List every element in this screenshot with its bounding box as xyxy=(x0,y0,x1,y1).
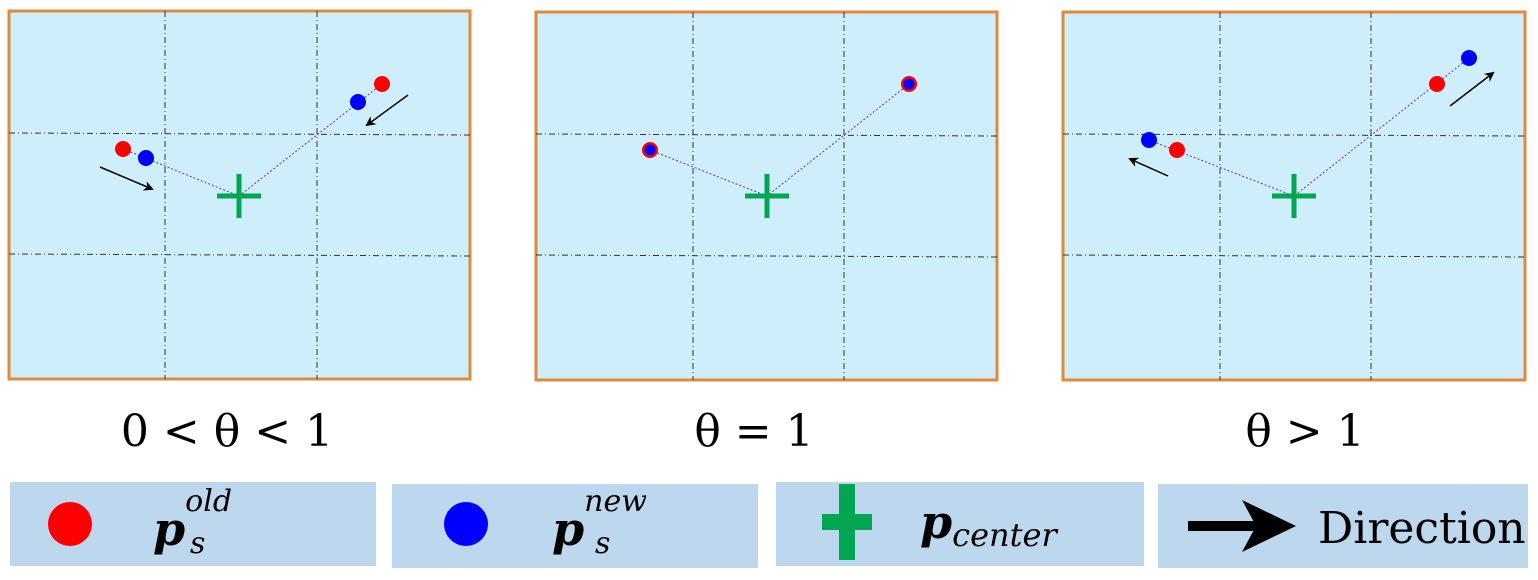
old-point xyxy=(115,141,131,157)
center-swatch-icon xyxy=(822,484,872,560)
grid-lines xyxy=(535,12,998,380)
direction-arrow xyxy=(1128,157,1169,177)
grid-lines xyxy=(1062,12,1526,380)
legend-new-base: p xyxy=(552,502,584,556)
legend-center-base: p xyxy=(920,495,952,549)
legend-old-sub: s xyxy=(190,526,205,561)
legend-center-sub: center xyxy=(952,516,1058,554)
old-point xyxy=(374,76,390,92)
legend-direction-label: Direction xyxy=(1318,503,1526,554)
caption-panel-2: θ = 1 xyxy=(694,406,813,457)
legend-item-direction: Direction xyxy=(1158,484,1528,568)
new-point-swatch xyxy=(444,502,488,546)
legend-new-sub: s xyxy=(595,526,610,561)
new-point xyxy=(644,144,656,156)
panel-theta-equals-1 xyxy=(534,10,999,382)
old-point-swatch xyxy=(48,502,92,546)
caption-panel-3: θ > 1 xyxy=(1245,406,1364,457)
old-point xyxy=(1169,142,1185,158)
direction-arrow xyxy=(99,166,154,191)
svg-text:pcenter: pcenter xyxy=(920,495,1058,554)
center-marker xyxy=(1272,174,1316,218)
legend-new-sup: new xyxy=(584,484,647,519)
direction-arrow xyxy=(1449,71,1495,107)
panel-theta-between-0-and-1 xyxy=(7,9,472,381)
legend-old-base: p xyxy=(153,502,185,556)
grid-lines xyxy=(8,11,471,379)
new-point xyxy=(1461,50,1477,66)
legend-item-old: pold s xyxy=(10,482,376,566)
new-point xyxy=(903,78,915,90)
legend-old-sup: old xyxy=(185,484,232,519)
legend-item-new: pnew s xyxy=(392,484,758,568)
new-point xyxy=(350,94,366,110)
panel-theta-greater-than-1 xyxy=(1061,10,1527,382)
arrow-right-icon xyxy=(1188,500,1296,552)
direction-arrow xyxy=(365,94,409,127)
center-marker xyxy=(745,174,789,218)
new-point xyxy=(138,150,154,166)
legend-item-center: pcenter xyxy=(776,482,1144,566)
old-point xyxy=(1429,76,1445,92)
new-point xyxy=(1141,132,1157,148)
center-marker xyxy=(217,174,261,218)
link-lines xyxy=(649,83,910,197)
caption-panel-1: 0 < θ < 1 xyxy=(121,406,333,457)
